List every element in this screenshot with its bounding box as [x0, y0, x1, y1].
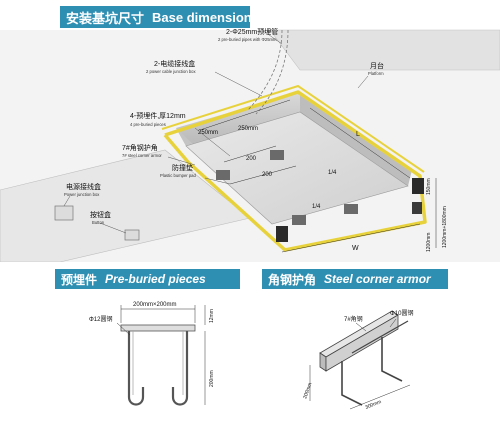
corner-armor-title: 角钢护角 Steel corner armor — [262, 269, 448, 289]
label-rebar: Φ12圆钢 — [89, 315, 112, 323]
label-angle: 7#角钢 — [344, 315, 363, 323]
leader-pipes — [261, 29, 283, 45]
bumper-pad-right — [412, 178, 424, 194]
leader-pieces — [194, 127, 231, 157]
label-power-box-zh: 电源接线盒 — [66, 182, 101, 191]
label-pipes-en: 2 pre-buried pipes with Φ25mm — [218, 37, 277, 42]
base-dimension-title-en: Base dimension — [152, 9, 252, 25]
label-button-zh: 按钮盒 — [90, 210, 111, 219]
pre-buried-panel — [55, 291, 241, 415]
dim-line-inner-2 — [229, 165, 297, 185]
dim-label-l2: 1/4 — [328, 170, 337, 176]
label-corner-rebar: Φ10圆钢 — [390, 309, 413, 317]
pre-buried-title: 预埋件 Pre-buried pieces — [55, 269, 240, 289]
rebar-hook-right — [171, 331, 189, 406]
corner-armor-diagram: 7#角钢 Φ10圆钢 200mm 300mm — [262, 291, 448, 415]
label-platform-en: Platform — [368, 71, 384, 76]
power-junction-box — [54, 205, 74, 221]
pre-buried-pipe-2 — [255, 29, 289, 115]
label-plate-size: 200mm×200mm — [133, 302, 177, 308]
floor-plate-2 — [270, 150, 284, 160]
label-pieces-en: 4 pre-buried pieces — [130, 122, 166, 127]
corner-rebar-3 — [351, 320, 409, 354]
pre-buried-diagram: 200mm×200mm 12mm Φ12圆钢 200mm — [55, 291, 241, 415]
dim-label-1200: 1200mm+1800mm — [442, 206, 448, 248]
pit-back-wall — [176, 92, 300, 146]
label-pipes-zh: 2-Φ25mm预埋管 — [226, 27, 278, 36]
corner-armor-title-en: Steel corner armor — [324, 272, 431, 286]
angle-steel-face — [325, 314, 399, 372]
dim-label-200b: 200 — [262, 172, 273, 178]
leader-button — [99, 222, 127, 234]
dim-line-top — [199, 99, 291, 131]
dim-line-inner-1 — [223, 145, 277, 163]
label-bumper-zh: 防撞垫 — [172, 163, 193, 172]
pit-floor — [185, 111, 409, 225]
leader-power-box — [63, 195, 71, 207]
corner-armor-edge — [163, 90, 427, 252]
leader-bumper — [204, 177, 231, 185]
base-dimension-title: 安装基坑尺寸 Base dimension — [60, 6, 252, 28]
label-power-box-en: Power junction box — [64, 192, 100, 197]
corner-armor-title-zh: 角钢护角 — [268, 272, 317, 287]
label-plate-thickness: 12mm — [209, 309, 215, 323]
button-box — [124, 229, 140, 241]
label-corner-en: 7# steel corner armor — [122, 153, 162, 158]
leader-platform — [357, 75, 369, 89]
dim-label-lower: 1200mm — [426, 233, 432, 252]
base-dimension-title-zh: 安装基坑尺寸 — [66, 10, 145, 26]
leader-corner-rebar — [389, 318, 397, 328]
pre-buried-title-zh: 预埋件 — [61, 272, 98, 287]
label-len-a: 200mm — [302, 382, 313, 400]
base-pit-diagram: 2-Φ25mm预埋管 2 pre-buried pipes with Φ25mm… — [0, 27, 500, 262]
dim-label-l: L — [356, 131, 360, 138]
label-bumper-en: Plastic bumper pad — [160, 173, 197, 178]
leader-cable-box — [214, 71, 263, 97]
dim-label-w2: 1/4 — [312, 204, 321, 210]
label-corner-zh: 7#角钢护角 — [122, 143, 158, 152]
corner-rebar-2 — [381, 337, 403, 382]
pre-buried-title-en: Pre-buried pieces — [105, 272, 206, 286]
label-len-b: 300mm — [365, 399, 383, 411]
dim-label-w: W — [352, 245, 359, 252]
floor-plate-4 — [344, 204, 358, 214]
label-platform-zh: 月台 — [370, 61, 384, 70]
label-cable-box-en: 2 power cable junction box — [146, 69, 196, 74]
bumper-pad-left — [276, 226, 288, 242]
dim-label-150: 150mm — [426, 178, 432, 195]
dim-label-200a: 200 — [246, 156, 257, 162]
leader-angle — [355, 322, 367, 332]
left-platform-block — [0, 149, 251, 262]
pit-right-wall — [300, 92, 412, 186]
floor-plate-1 — [216, 170, 230, 180]
dim-label-250: 250mm — [198, 130, 218, 136]
dim-line-L — [309, 107, 411, 179]
rebar-hook-left — [127, 331, 145, 406]
label-pieces-zh: 4-预埋件,厚12mm — [130, 111, 186, 120]
floor-plate-3 — [292, 215, 306, 225]
leader-corner — [167, 156, 196, 166]
corner-armor-edge-outer — [161, 84, 425, 173]
dim-label-250b: 250mm — [238, 126, 258, 132]
label-button-en: Button — [92, 220, 105, 225]
dim-len-b — [349, 384, 411, 410]
corner-rebar-1 — [341, 361, 363, 406]
leader-rebar — [116, 322, 131, 336]
steel-plate — [120, 324, 196, 332]
back-wall — [269, 29, 500, 71]
label-height: 200mm — [209, 370, 215, 387]
bumper-pad-right2 — [412, 202, 422, 214]
dim-line-W — [281, 223, 421, 253]
label-cable-box-zh: 2-电缆接线盒 — [154, 59, 195, 68]
